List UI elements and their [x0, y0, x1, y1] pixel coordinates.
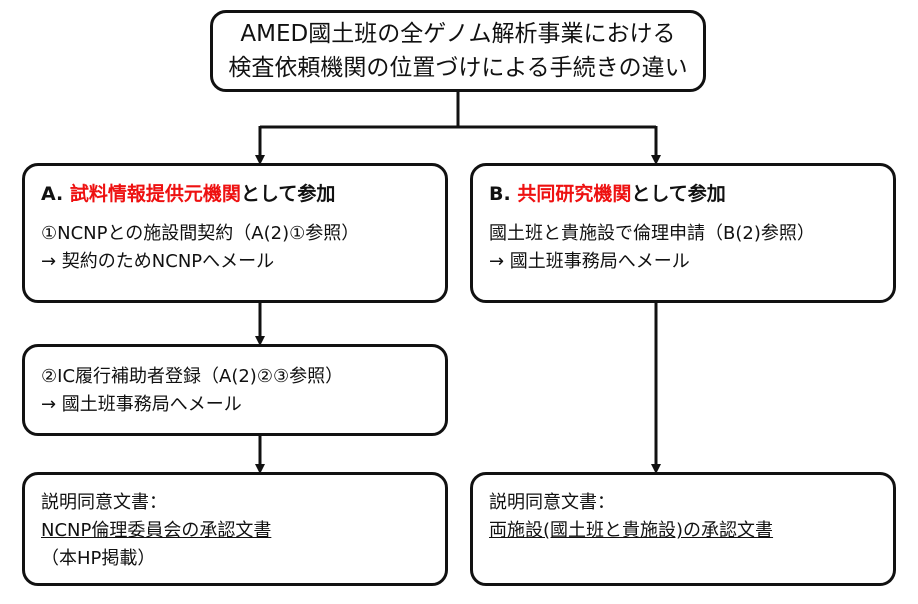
- branch-a-consent-box: 説明同意文書： NCNP倫理委員会の承認文書 （本HP掲載）: [22, 472, 448, 586]
- branch-b-step1-line2: → 國土班事務局へメール: [489, 251, 690, 272]
- branch-a-suffix: として参加: [240, 183, 336, 205]
- branch-a-prefix: A.: [41, 183, 70, 205]
- branch-a-step1-line2: → 契約のためNCNPへメール: [41, 251, 275, 272]
- branch-b-consent-label: 説明同意文書：: [489, 492, 615, 513]
- branch-b-consent-box: 説明同意文書： 両施設(國土班と貴施設)の承認文書: [470, 472, 896, 586]
- branch-a-step2-line1: ②IC履行補助者登録（A(2)②③参照）: [41, 366, 344, 387]
- title-line-1: AMED國土班の全ゲノム解析事業における: [240, 21, 676, 47]
- branch-a-consent-label: 説明同意文書：: [41, 492, 167, 513]
- branch-b-box: B. 共同研究機関として参加 國土班と貴施設で倫理申請（B(2)参照） → 國土…: [470, 163, 896, 303]
- branch-b-prefix: B.: [489, 183, 518, 205]
- branch-a-box: A. 試料情報提供元機関として参加 ①NCNPとの施設間契約（A(2)①参照） …: [22, 163, 448, 303]
- branch-b-consent-doc: 両施設(國土班と貴施設)の承認文書: [489, 520, 774, 541]
- branch-b-heading: B. 共同研究機関として参加: [489, 180, 893, 208]
- branch-a-step1-line1: ①NCNPとの施設間契約（A(2)①参照）: [41, 223, 360, 244]
- branch-a-consent-doc: NCNP倫理委員会の承認文書: [41, 520, 272, 541]
- title-line-2: 検査依頼機関の位置づけによる手続きの違い: [228, 55, 688, 81]
- branch-a-highlight: 試料情報提供元機関: [69, 183, 241, 205]
- title-box: AMED國土班の全ゲノム解析事業における 検査依頼機関の位置づけによる手続きの違…: [210, 10, 706, 92]
- branch-b-step1-line1: 國土班と貴施設で倫理申請（B(2)参照）: [489, 223, 815, 244]
- branch-b-suffix: として参加: [631, 183, 726, 205]
- branch-a-step2-line2: → 國土班事務局へメール: [41, 394, 242, 415]
- branch-a-consent-note: （本HP掲載）: [41, 548, 156, 569]
- branch-a-heading: A. 試料情報提供元機関として参加: [41, 180, 445, 208]
- branch-b-highlight: 共同研究機関: [517, 183, 632, 205]
- branch-a-step2-box: ②IC履行補助者登録（A(2)②③参照） → 國土班事務局へメール: [22, 344, 448, 436]
